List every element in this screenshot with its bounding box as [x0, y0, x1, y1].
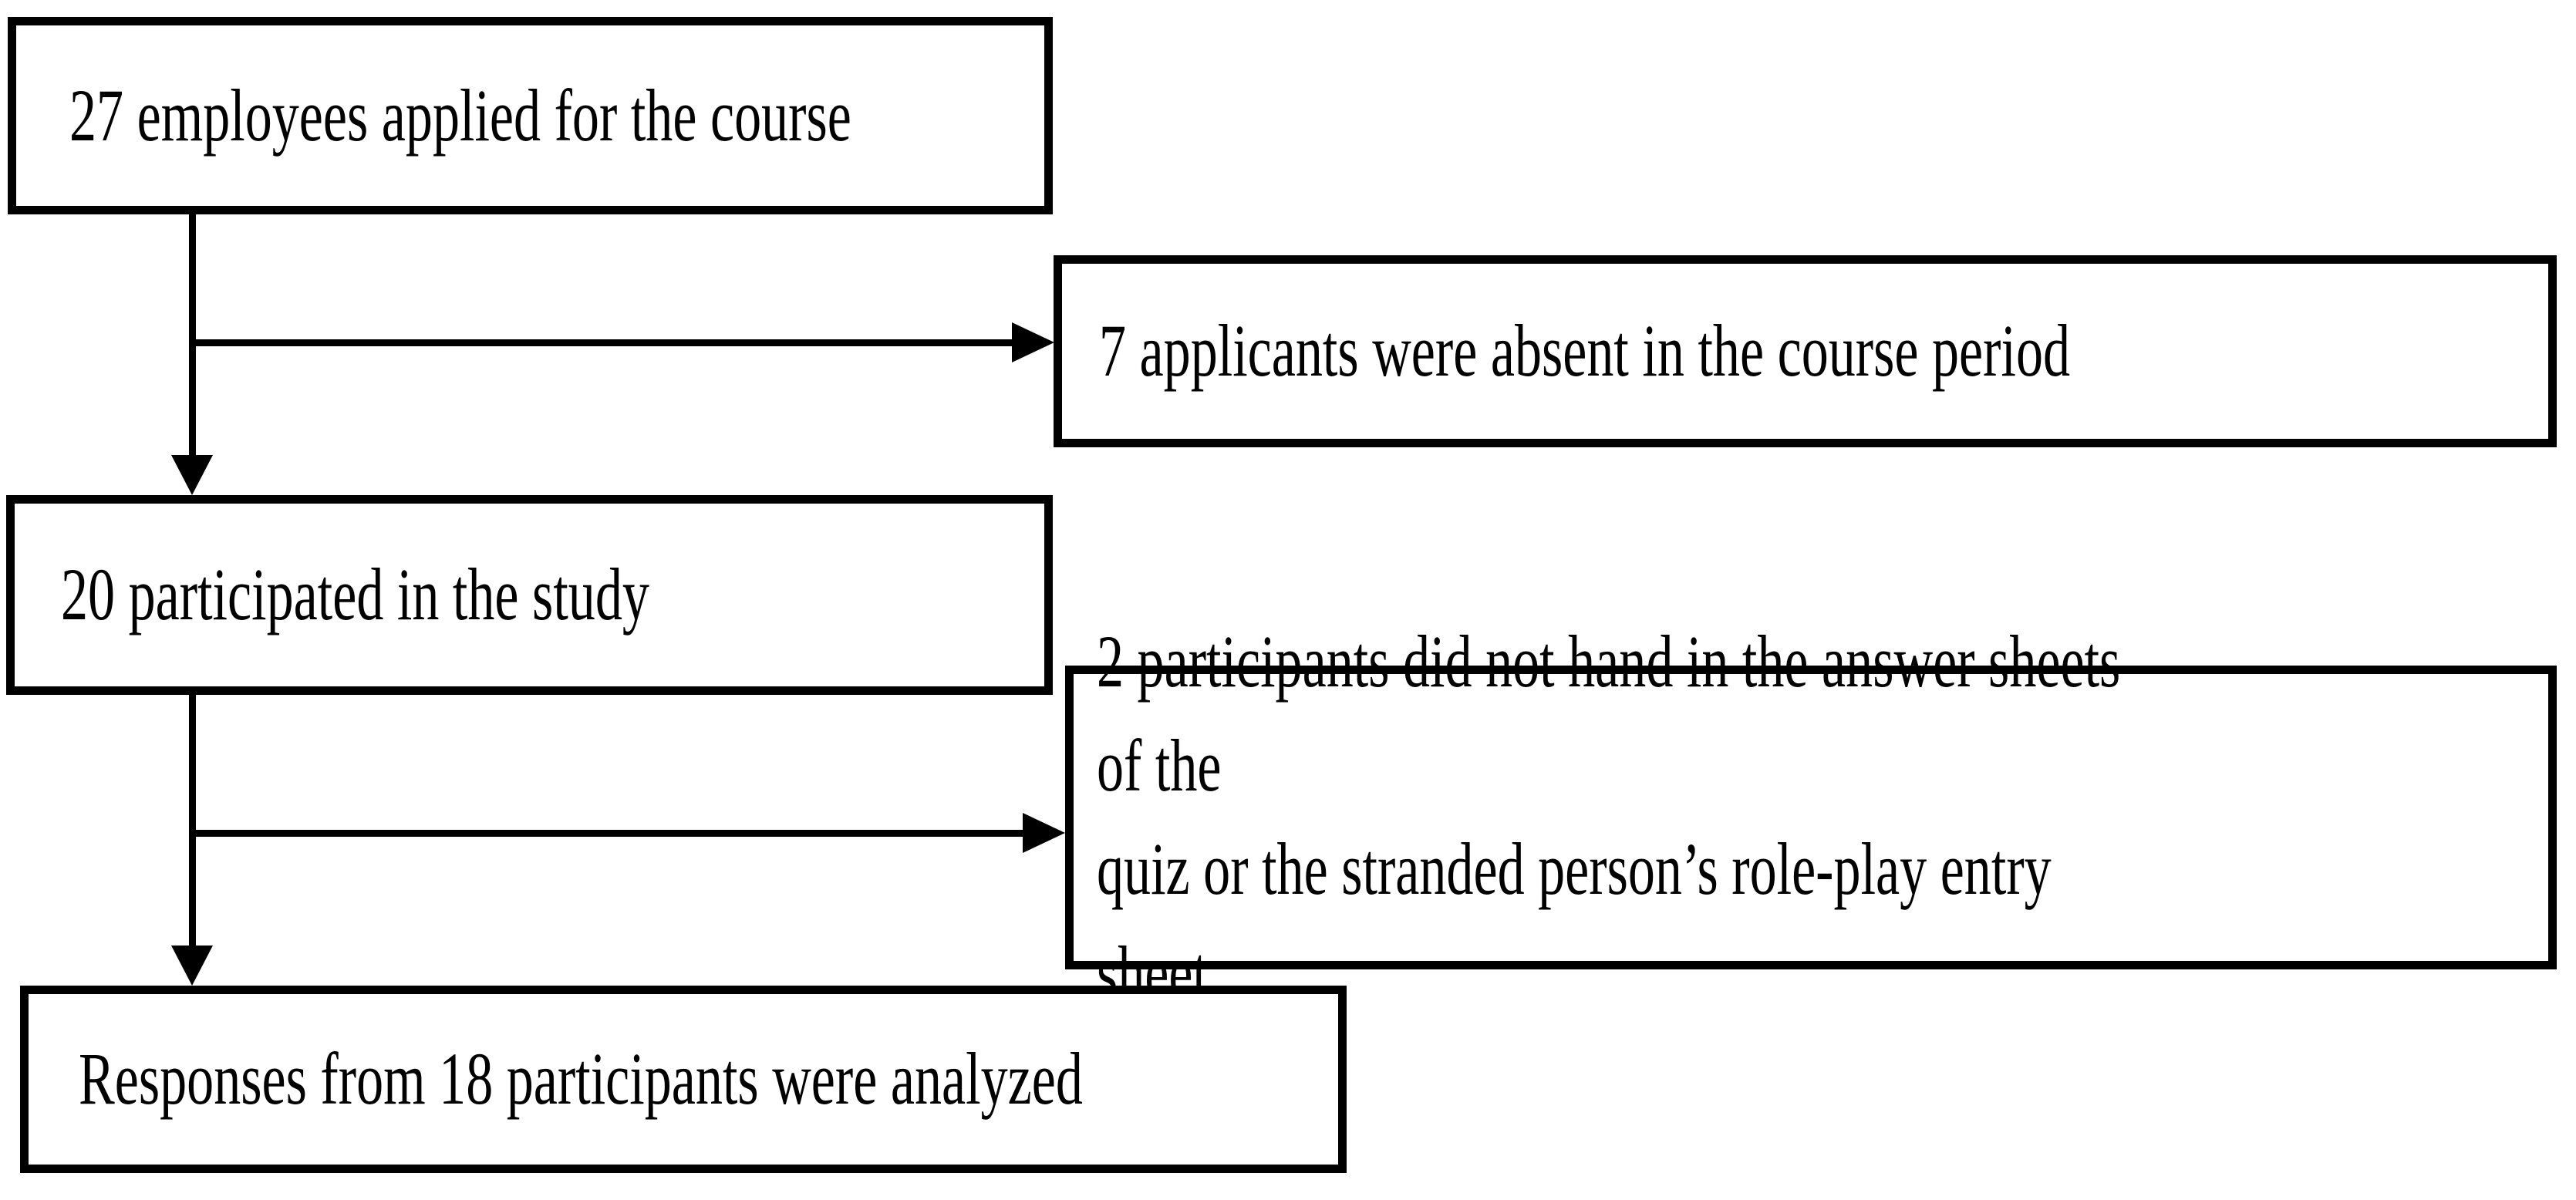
connector-applied-to-absent: [189, 339, 1013, 346]
flow-box-excluded: 2 participants did not hand in the answe…: [1065, 620, 2557, 1013]
arrow-down-icon-1: [171, 455, 213, 495]
flow-box-participated: 20 participated in the study: [6, 495, 1053, 695]
flow-box-absent-label: 7 applicants were absent in the course p…: [1099, 309, 2071, 393]
connector-participated-to-analyzed: [189, 695, 196, 947]
connector-applied-to-participated: [189, 214, 196, 455]
flow-box-excluded-label: 2 participants did not hand in the answe…: [1097, 620, 2121, 1014]
flow-box-applied: 27 employees applied for the course: [8, 17, 1053, 214]
arrow-right-icon-2: [1023, 813, 1065, 853]
flow-box-applied-label: 27 employees applied for the course: [69, 73, 851, 157]
connector-participated-to-excluded: [189, 830, 1023, 837]
flow-box-participated-label: 20 participated in the study: [61, 553, 649, 636]
flow-box-absent: 7 applicants were absent in the course p…: [1054, 255, 2557, 447]
flow-box-analyzed: Responses from 18 participants were anal…: [20, 986, 1347, 1173]
flow-box-analyzed-label: Responses from 18 participants were anal…: [79, 1037, 1083, 1121]
arrow-right-icon-1: [1012, 322, 1054, 362]
arrow-down-icon-2: [171, 946, 213, 986]
